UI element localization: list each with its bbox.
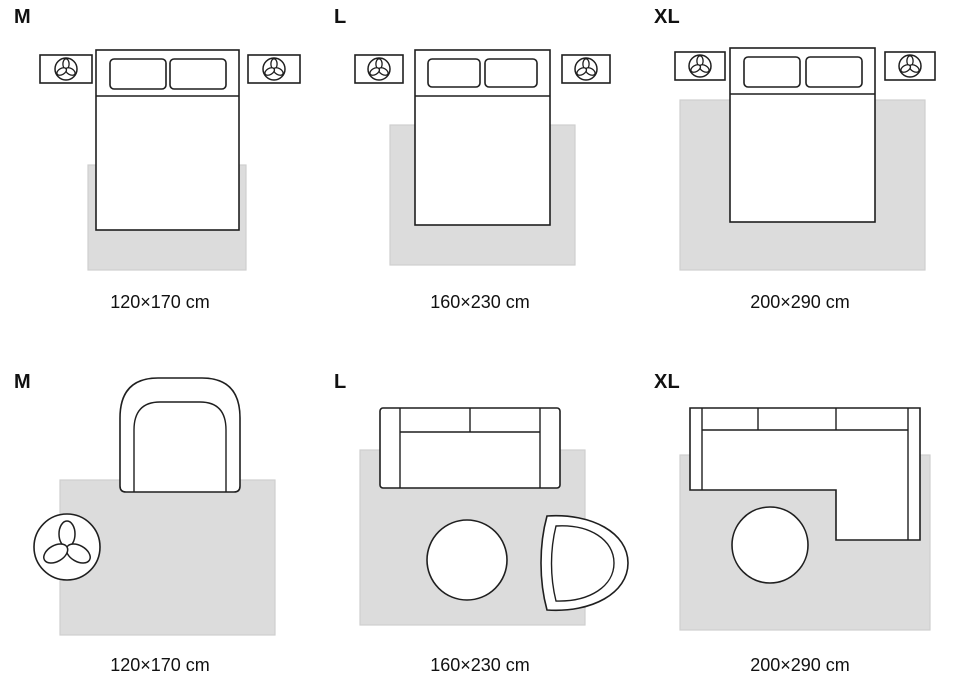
livingroom-xl-illustration [679,407,931,631]
plant-icon [688,54,712,78]
livingroom-l-illustration [359,407,629,626]
nightstand-left [674,51,726,81]
coffee-table [731,506,809,584]
pillow [484,58,538,88]
nightstand-right [884,51,936,81]
pillow [743,56,801,88]
plant-icon [898,54,922,78]
lounge-chair [540,514,629,612]
size-label: M [14,371,31,393]
sofa [379,407,561,489]
plant-icon [367,57,391,81]
size-label: L [334,371,347,393]
dimension-caption: 160×230 cm [430,292,530,312]
pillow [427,58,481,88]
size-label: L [334,6,347,28]
dimension-caption: 160×230 cm [430,655,530,675]
size-label: M [14,6,31,28]
dimension-caption: 200×290 cm [750,292,850,312]
dimension-caption: 200×290 cm [750,655,850,675]
nightstand-right [561,54,611,84]
size-label: XL [654,6,680,28]
nightstand-left [39,54,93,84]
bed [414,49,551,226]
panel-bedroom-m: M 120×170 cm [0,0,320,345]
pillow [169,58,227,90]
bedroom-xl-illustration [674,47,936,271]
sectional-sofa [689,407,921,541]
panel-livingroom-m: M 120×170 cm [0,345,320,690]
armchair [119,377,241,493]
livingroom-m-illustration [33,377,276,636]
panel-livingroom-l: L 160×230 cm [320,345,640,690]
panel-bedroom-xl: XL 200×290 cm [640,0,960,345]
nightstand-right [247,54,301,84]
plant-icon [54,57,78,81]
panel-livingroom-xl: XL 200×290 cm [640,345,960,690]
plant-icon [33,513,101,581]
bedroom-m-illustration [39,49,301,271]
coffee-table [426,519,508,601]
nightstand-left [354,54,404,84]
dimension-caption: 120×170 cm [110,655,210,675]
bed [729,47,876,223]
bed [95,49,240,231]
panel-bedroom-l: L 160×230 cm [320,0,640,345]
pillow [805,56,863,88]
pillow [109,58,167,90]
bedroom-l-illustration [354,49,611,266]
plant-icon [262,57,286,81]
plant-icon [574,57,598,81]
dimension-caption: 120×170 cm [110,292,210,312]
size-label: XL [654,371,680,393]
